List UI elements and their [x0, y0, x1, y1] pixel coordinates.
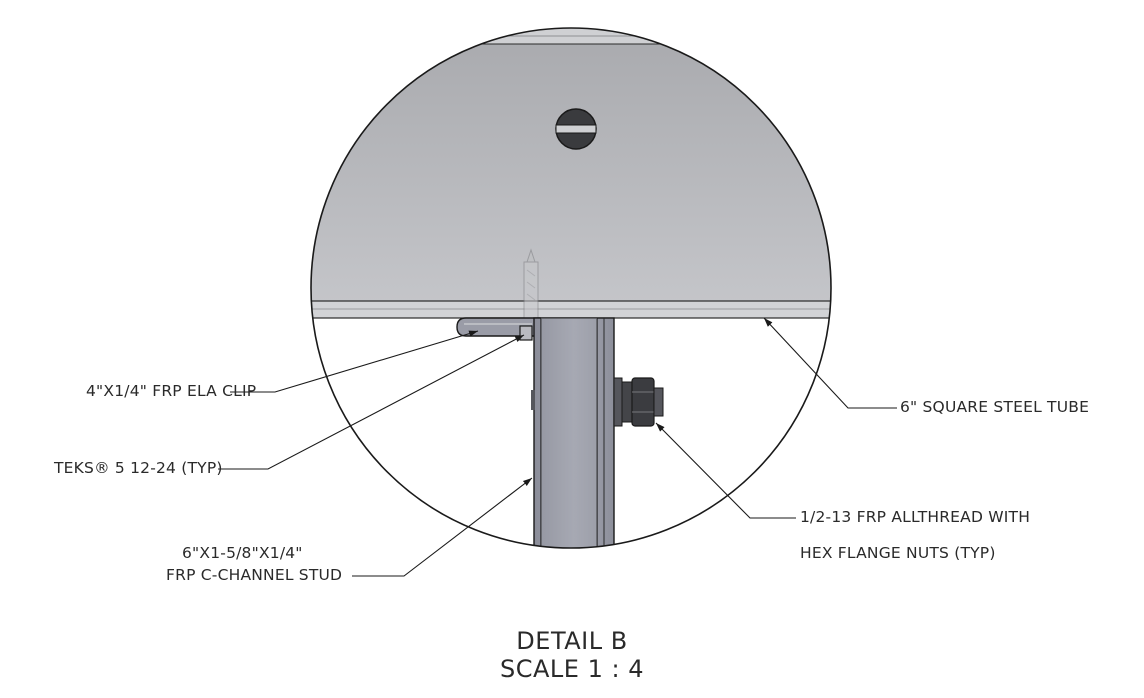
callout-allthread-line1: 1/2-13 FRP ALLTHREAD WITH [800, 508, 1031, 526]
leader-allthread [655, 422, 796, 519]
callout-teks-screw: TEKS® 5 12-24 (TYP) [54, 459, 223, 477]
leader-stud [352, 477, 533, 577]
callout-allthread-line2: HEX FLANGE NUTS (TYP) [800, 544, 996, 562]
allthread-hex-flange-nuts [613, 377, 664, 427]
detail-circle-boundary [310, 27, 832, 549]
callout-stud-line2: FRP C-CHANNEL STUD [166, 566, 343, 584]
leader-steel-tube [763, 317, 897, 409]
c-channel-stud [531, 317, 615, 548]
teks-screw-head [519, 325, 533, 341]
slotted-screw-head [555, 108, 597, 150]
teks-screw-hidden [523, 248, 539, 328]
callout-stud-line1: 6"X1-5/8"X1/4" [182, 544, 303, 562]
detail-caption-scale: SCALE 1 : 4 [500, 655, 644, 683]
steel-tube-body [311, 28, 831, 302]
leader-teks [218, 334, 525, 470]
detail-view-contents [311, 28, 831, 548]
leader-ela-clip [230, 330, 479, 393]
callout-steel-tube: 6" SQUARE STEEL TUBE [900, 398, 1090, 416]
detail-caption-title: DETAIL B [516, 627, 628, 655]
callout-ela-clip: 4"X1/4" FRP ELA CLIP [86, 382, 257, 400]
